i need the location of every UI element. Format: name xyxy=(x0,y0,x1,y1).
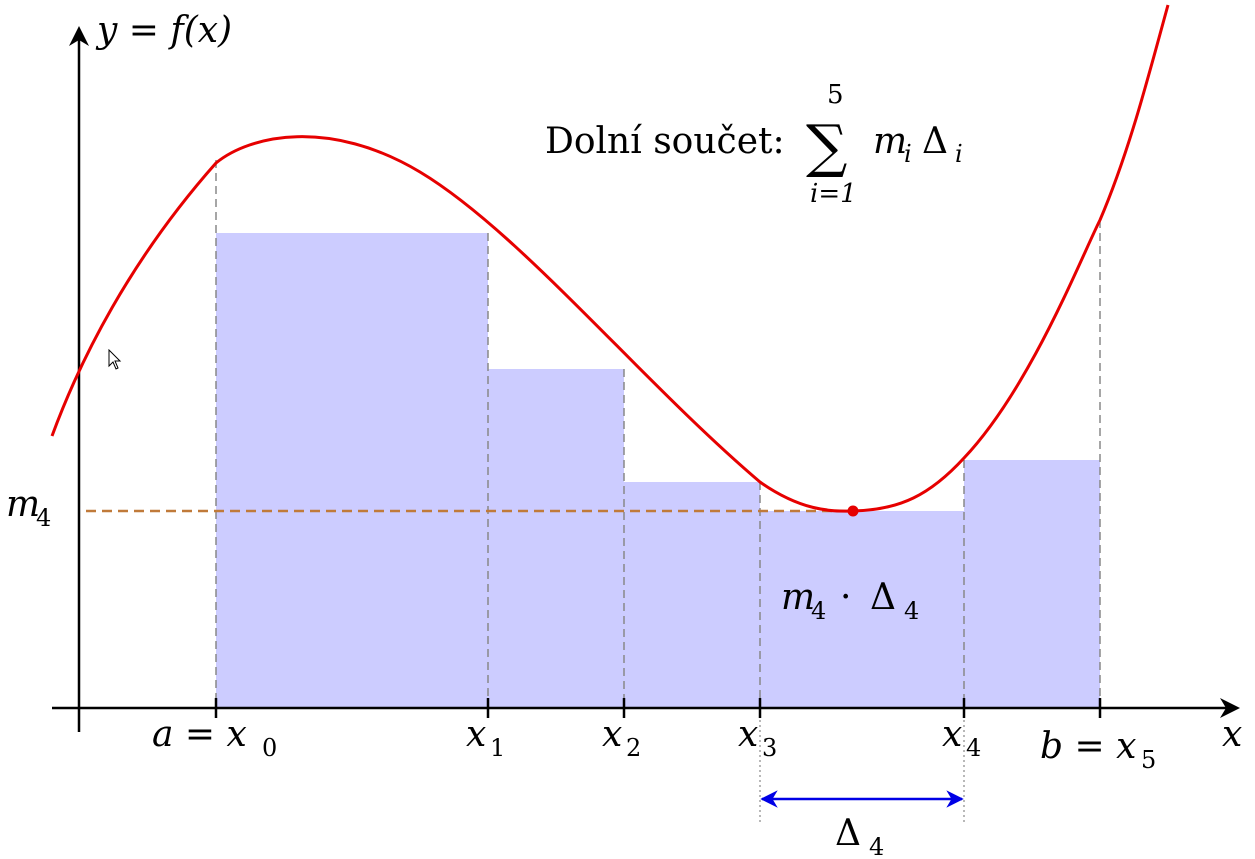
lower-sum-formula: Dolní součet: ∑ 5 i=1 m i Δ i xyxy=(545,80,963,209)
tick-label-x5-sub: 5 xyxy=(1141,746,1156,774)
area-label-m-sub: 4 xyxy=(811,597,826,625)
delta-label: Δ 4 xyxy=(835,813,884,859)
delta-label-base: Δ xyxy=(835,813,861,854)
sum-term-delta: Δ xyxy=(922,121,948,162)
tick-label-x3: x xyxy=(738,714,758,755)
rectangle-1 xyxy=(216,233,488,708)
lower-sum-rectangles xyxy=(216,233,1100,708)
m4-label: m 4 xyxy=(6,484,51,532)
partition-lines xyxy=(215,160,1101,708)
tick-label-x0-sub: 0 xyxy=(262,734,277,762)
tick-label-x2-sub: 2 xyxy=(626,734,641,762)
y-axis-label: y = f(x) xyxy=(95,10,232,51)
tick-label-x4: x xyxy=(942,714,962,755)
minimum-point xyxy=(847,505,859,517)
m4-label-base: m xyxy=(6,484,40,525)
area-label-dot: · xyxy=(840,577,851,618)
sum-term-m: m xyxy=(873,121,907,162)
area-label-m: m xyxy=(781,577,815,618)
x-ticks xyxy=(214,698,1102,718)
delta-guides xyxy=(759,710,965,822)
area-label-delta-sub: 4 xyxy=(904,597,919,625)
mouse-cursor-icon xyxy=(108,349,122,370)
sum-sign: ∑ xyxy=(806,112,847,180)
formula-title: Dolní součet: xyxy=(545,121,785,162)
tick-labels: a = x 0 x 1 x 2 x 3 x 4 b = x 5 xyxy=(152,714,1156,774)
tick-label-x1-sub: 1 xyxy=(490,734,505,762)
area-label-delta: Δ xyxy=(870,577,896,618)
tick-label-x5: b = x xyxy=(1040,726,1136,767)
tick-label-x3-sub: 3 xyxy=(762,734,777,762)
sum-term-m-sub: i xyxy=(904,140,912,168)
rectangle-3 xyxy=(624,482,760,708)
x-axis-label: x xyxy=(1222,714,1242,755)
delta-label-sub: 4 xyxy=(869,833,884,859)
area-label: m 4 · Δ 4 xyxy=(781,577,919,625)
tick-label-x2: x xyxy=(602,714,622,755)
rectangle-4 xyxy=(760,511,964,708)
tick-label-x0: a = x xyxy=(152,714,247,755)
m4-label-sub: 4 xyxy=(36,504,51,532)
sum-upper-limit: 5 xyxy=(827,80,844,110)
tick-label-x4-sub: 4 xyxy=(966,734,981,762)
function-curve xyxy=(50,4,1170,513)
sum-lower-limit: i=1 xyxy=(810,179,857,209)
rectangle-5 xyxy=(964,460,1100,708)
sum-term-delta-sub: i xyxy=(955,140,963,168)
rectangle-2 xyxy=(488,369,624,708)
tick-label-x1: x xyxy=(466,714,486,755)
